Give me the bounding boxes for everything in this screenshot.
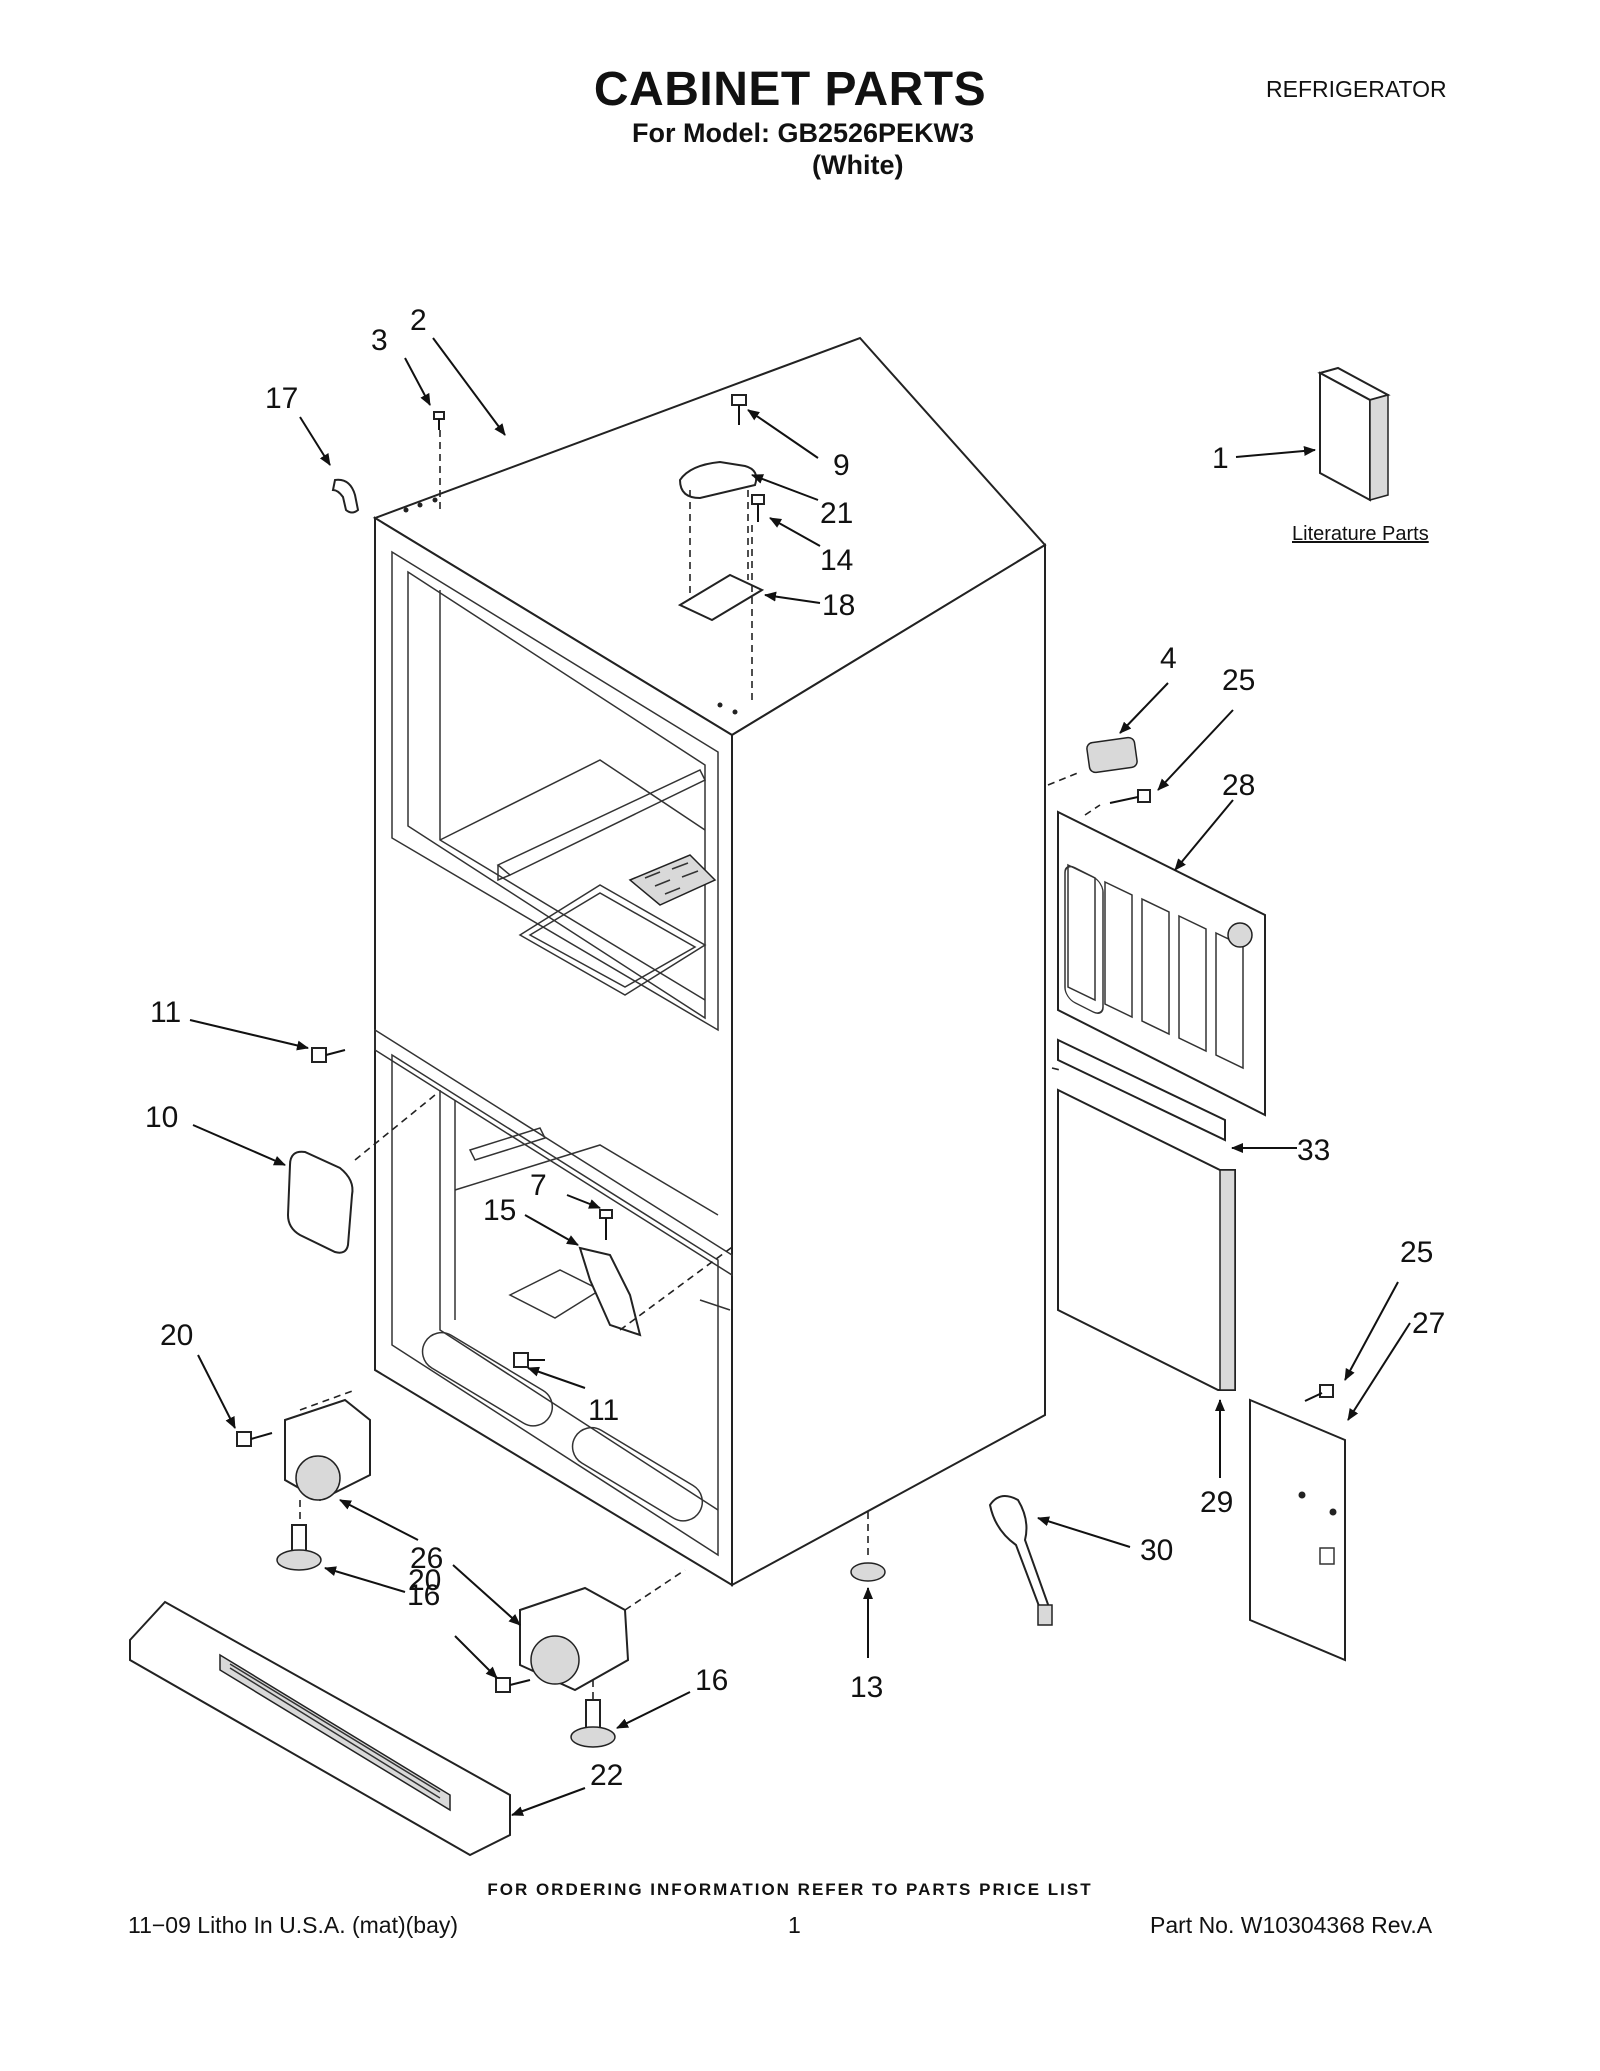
callout-16-right: 16 <box>695 1664 728 1697</box>
center-hinge <box>513 1209 736 1368</box>
screw-icon <box>236 1431 273 1447</box>
part-number: Part No. W10304368 Rev.A <box>1150 1912 1433 1938</box>
roller-assembly-left <box>284 1389 371 1525</box>
screw-icon <box>311 1047 346 1063</box>
screw-icon <box>1304 1384 1334 1402</box>
rear-panel <box>1057 1088 1236 1391</box>
callout-26: 26 <box>410 1542 443 1575</box>
callout-30: 30 <box>1140 1534 1173 1567</box>
icemaker-control <box>286 1094 436 1254</box>
model-color: (White) <box>812 150 904 180</box>
callout-10: 10 <box>145 1101 178 1134</box>
leveling-leg <box>276 1524 322 1571</box>
callout-20-left: 20 <box>160 1319 193 1352</box>
screw-icon <box>513 1352 545 1368</box>
tubing-clip <box>331 478 360 514</box>
page-title: CABINET PARTS <box>593 63 987 116</box>
literature-parts-booklet <box>1317 366 1391 502</box>
litho-info: 11−09 Litho In U.S.A. (mat)(bay) <box>128 1912 459 1938</box>
callout-leader-lines <box>189 337 1411 1816</box>
callout-11-left: 11 <box>150 996 181 1029</box>
callout-13: 13 <box>850 1671 883 1704</box>
callout-22: 22 <box>590 1759 623 1792</box>
screw-icon <box>751 494 765 522</box>
callout-29: 29 <box>1200 1486 1233 1519</box>
callout-3: 3 <box>371 324 388 357</box>
callout-11-center: 11 <box>588 1394 619 1427</box>
ordering-note: FOR ORDERING INFORMATION REFER TO PARTS … <box>487 1880 1093 1899</box>
callout-18: 18 <box>822 589 855 622</box>
callout-25-bottom: 25 <box>1400 1236 1433 1269</box>
callout-9: 9 <box>833 449 850 482</box>
callout-1: 1 <box>1212 442 1229 475</box>
top-hinge-assembly <box>433 394 765 700</box>
leveling-leg <box>570 1680 616 1748</box>
callout-20-center: 20 <box>408 1564 441 1597</box>
callout-27: 27 <box>1412 1307 1445 1340</box>
access-cover-plate <box>1249 1398 1346 1662</box>
screw-icon <box>731 394 747 425</box>
screw-icon <box>495 1677 531 1693</box>
callout-21: 21 <box>820 497 853 530</box>
callout-33: 33 <box>1297 1134 1330 1167</box>
rear-access-cover <box>1057 804 1266 1117</box>
callout-28: 28 <box>1222 769 1255 802</box>
screw-icon <box>1109 789 1151 804</box>
callout-16-left: 16 <box>407 1579 440 1612</box>
callout-15: 15 <box>483 1194 516 1227</box>
model-number: For Model: GB2526PEKW3 <box>632 118 975 148</box>
label-plate <box>1086 736 1138 774</box>
callout-7: 7 <box>530 1169 547 1202</box>
page-number: 1 <box>788 1912 801 1938</box>
literature-parts-label: Literature Parts <box>1292 523 1429 545</box>
drain-plug <box>850 1562 886 1582</box>
screw-icon <box>599 1209 613 1240</box>
refrigerator-cabinet <box>372 336 1047 1587</box>
appliance-category: REFRIGERATOR <box>1266 76 1447 102</box>
seal-strip <box>1057 1038 1226 1142</box>
drain-tube <box>988 1495 1052 1616</box>
screw-icon <box>433 411 445 430</box>
callout-25-top: 25 <box>1222 664 1255 697</box>
callout-2: 2 <box>410 304 427 337</box>
callout-17: 17 <box>265 382 298 415</box>
callout-14: 14 <box>820 544 853 577</box>
roller-assembly-right <box>519 1569 686 1692</box>
base-grille <box>129 1600 511 1857</box>
callout-4: 4 <box>1160 642 1177 675</box>
